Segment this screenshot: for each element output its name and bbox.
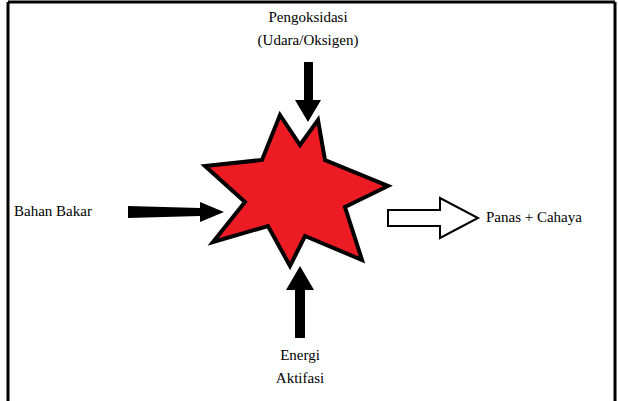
frame — [8, 2, 615, 401]
fuel-label: Bahan Bakar — [14, 200, 124, 223]
flame-star — [205, 115, 388, 266]
activation-label: Energi Aktifasi — [265, 344, 335, 390]
frame-top — [8, 1, 615, 4]
output-arrow — [388, 198, 478, 238]
frame-right — [614, 2, 617, 401]
oxidizer-label: Pengoksidasi (Udara/Oksigen) — [243, 6, 373, 52]
oxidizer-arrow — [295, 62, 321, 122]
fuel-arrow — [128, 202, 224, 222]
frame-left — [7, 2, 10, 401]
output-label: Panas + Cahaya — [486, 206, 610, 229]
activation-arrow — [286, 266, 314, 338]
